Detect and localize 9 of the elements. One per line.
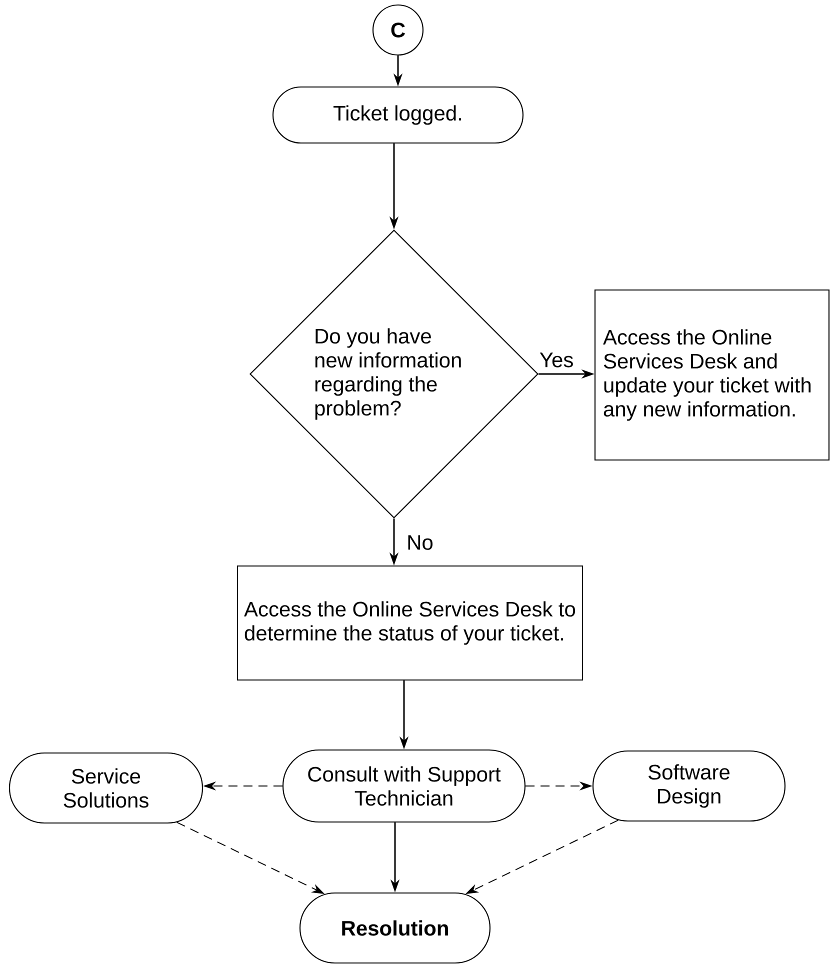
edge-label: No [406, 534, 434, 551]
terminal-box: Software Design [592, 750, 786, 822]
terminal-box: Consult with Support Technician [282, 749, 526, 823]
process-box: Access the Online Services Desk and update your ticket with any new information. [594, 289, 830, 461]
edge-label: Yes [538, 352, 575, 368]
process-box: Access the Online Services Desk to determine the status of your ticket. [236, 565, 584, 681]
terminal-box: Service Solutions [8, 752, 204, 824]
terminal-box: Resolution [299, 892, 491, 964]
terminal-box: Ticket logged. [272, 86, 524, 144]
